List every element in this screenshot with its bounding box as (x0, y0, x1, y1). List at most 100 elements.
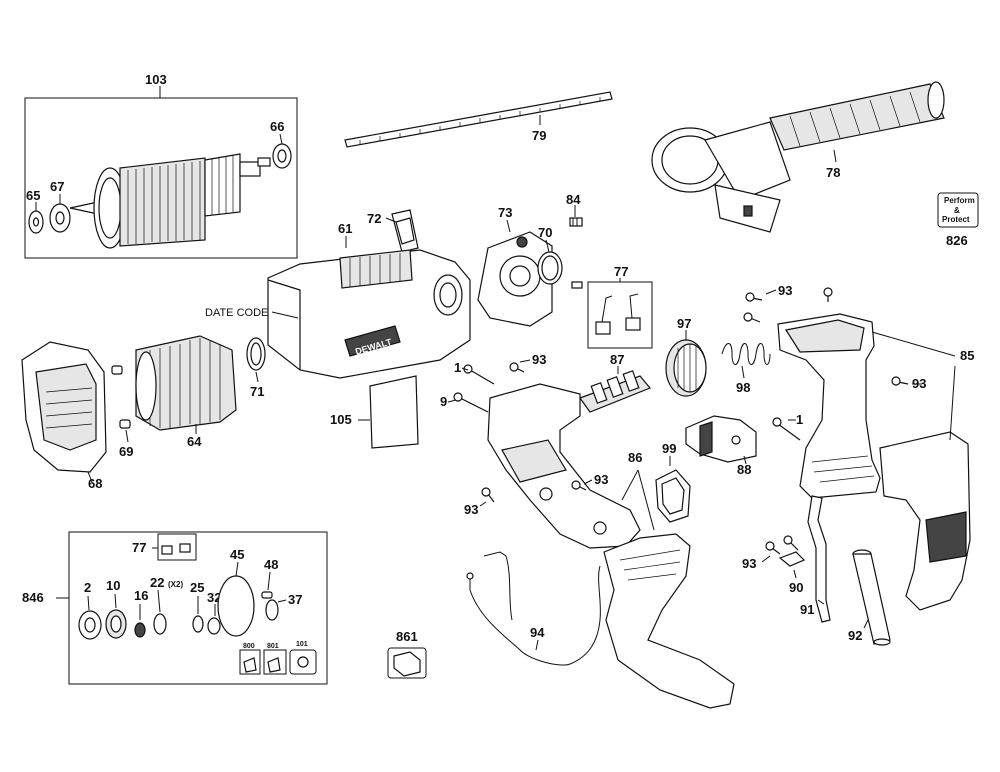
screw-93-mid-part (509, 362, 525, 373)
brush-right-part (625, 317, 641, 331)
spacer-67-part (49, 203, 71, 233)
switch-88-part (685, 415, 757, 463)
callout-66: 66 (270, 119, 284, 134)
callout-93-right: 93 (912, 376, 926, 391)
date-code-label: DATE CODE (205, 307, 268, 319)
callout-826: 826 (946, 233, 968, 248)
label-861-part (387, 647, 427, 679)
spindle-87-part (579, 370, 651, 413)
kit-part-37 (265, 599, 279, 621)
housing-half-85-part (777, 313, 971, 611)
depth-rod-part (344, 91, 613, 148)
callout-801: 801 (267, 643, 279, 650)
callout-86: 86 (628, 450, 642, 465)
callout-91: 91 (800, 602, 814, 617)
cord-94-part (466, 551, 601, 666)
perform-text-3: Protect (942, 215, 970, 224)
callout-800: 800 (243, 643, 255, 650)
callout-2: 2 (84, 580, 91, 595)
callout-1-left: 1 (454, 360, 461, 375)
callout-88: 88 (737, 462, 751, 477)
screw-1-right-part (772, 417, 801, 441)
brush-holder-part (477, 231, 553, 327)
kit-part-16 (134, 622, 146, 638)
gear-97-part (665, 339, 707, 397)
screw-84-part (569, 217, 583, 227)
kit-part-2 (78, 610, 102, 640)
callout-9: 9 (440, 394, 447, 409)
callout-67: 67 (50, 179, 64, 194)
handle-cover-part (603, 533, 735, 709)
armature-part (69, 153, 271, 249)
pin-left-part (111, 365, 123, 375)
screw-1-left-part (463, 364, 495, 385)
label-105-part (369, 375, 419, 449)
callout-79: 79 (532, 128, 546, 143)
callout-97: 97 (677, 316, 691, 331)
callout-92: 92 (848, 628, 862, 643)
gear-case-68-part (21, 341, 107, 473)
armature-kit-group: 103 66 65 67 (24, 72, 298, 259)
callout-48: 48 (264, 557, 278, 572)
kit-part-10 (105, 609, 127, 639)
tube-92-part (852, 549, 891, 646)
callout-77-kit: 77 (132, 540, 146, 555)
clamp-90-part (778, 551, 806, 567)
kit-part-25 (192, 615, 204, 633)
callout-93-left: 93 (464, 502, 478, 517)
perform-text-1: Perform (944, 196, 975, 205)
callout-45: 45 (230, 547, 244, 562)
callout-64: 64 (187, 434, 202, 449)
callout-101: 101 (296, 641, 308, 648)
callout-93-mid: 93 (532, 352, 546, 367)
kit-part-800 (239, 649, 261, 675)
kit-part-32 (207, 617, 221, 635)
kit-part-101 (289, 649, 317, 675)
clip-72-part (391, 209, 419, 253)
brushes-box (587, 281, 653, 349)
service-kit-846-group: 846 77 2 10 16 22 (X2) (22, 531, 328, 685)
callout-98: 98 (736, 380, 750, 395)
kit-part-22 (153, 613, 167, 635)
screw-93-lower-part (481, 480, 587, 503)
kit-brush-left-part (161, 545, 173, 555)
callout-93-top: 93 (778, 283, 792, 298)
callout-93-lower: 93 (594, 472, 608, 487)
callout-37: 37 (288, 592, 302, 607)
spring-98-part (721, 343, 771, 365)
callout-22: 22 (150, 575, 164, 590)
callout-85: 85 (960, 348, 974, 363)
callout-84: 84 (566, 192, 581, 207)
callout-73: 73 (498, 205, 512, 220)
brushes-kit-box (157, 533, 197, 561)
callout-25: 25 (190, 580, 204, 595)
callout-72: 72 (367, 211, 381, 226)
callout-22-qty: (X2) (168, 580, 183, 589)
screw-93-top-part (743, 287, 833, 323)
callout-16: 16 (134, 588, 148, 603)
callout-65: 65 (26, 188, 40, 203)
ring-71-part (246, 337, 266, 371)
screw-small-part (571, 281, 583, 289)
callout-77-top: 77 (614, 264, 628, 279)
callout-61: 61 (338, 221, 352, 236)
armature-kit-box (24, 97, 298, 259)
kit-part-45 (217, 575, 255, 637)
callout-93-bottom: 93 (742, 556, 756, 571)
kit-part-48 (261, 591, 273, 599)
callout-105: 105 (330, 412, 352, 427)
brushes-box-group: 77 (587, 264, 653, 349)
callout-1-right: 1 (796, 412, 803, 427)
perform-text-2: & (954, 206, 960, 215)
pin-69-part (119, 419, 131, 429)
callout-70: 70 (538, 225, 552, 240)
ring-70-part (537, 251, 563, 285)
brush-left-part (595, 321, 611, 335)
bearing-66-part (272, 143, 292, 169)
callout-68: 68 (88, 476, 102, 491)
motor-housing-part: DEWALT (267, 249, 471, 379)
screw-93-right-part (891, 376, 909, 386)
callout-78: 78 (826, 165, 840, 180)
screw-93-bottom-part (765, 535, 799, 555)
